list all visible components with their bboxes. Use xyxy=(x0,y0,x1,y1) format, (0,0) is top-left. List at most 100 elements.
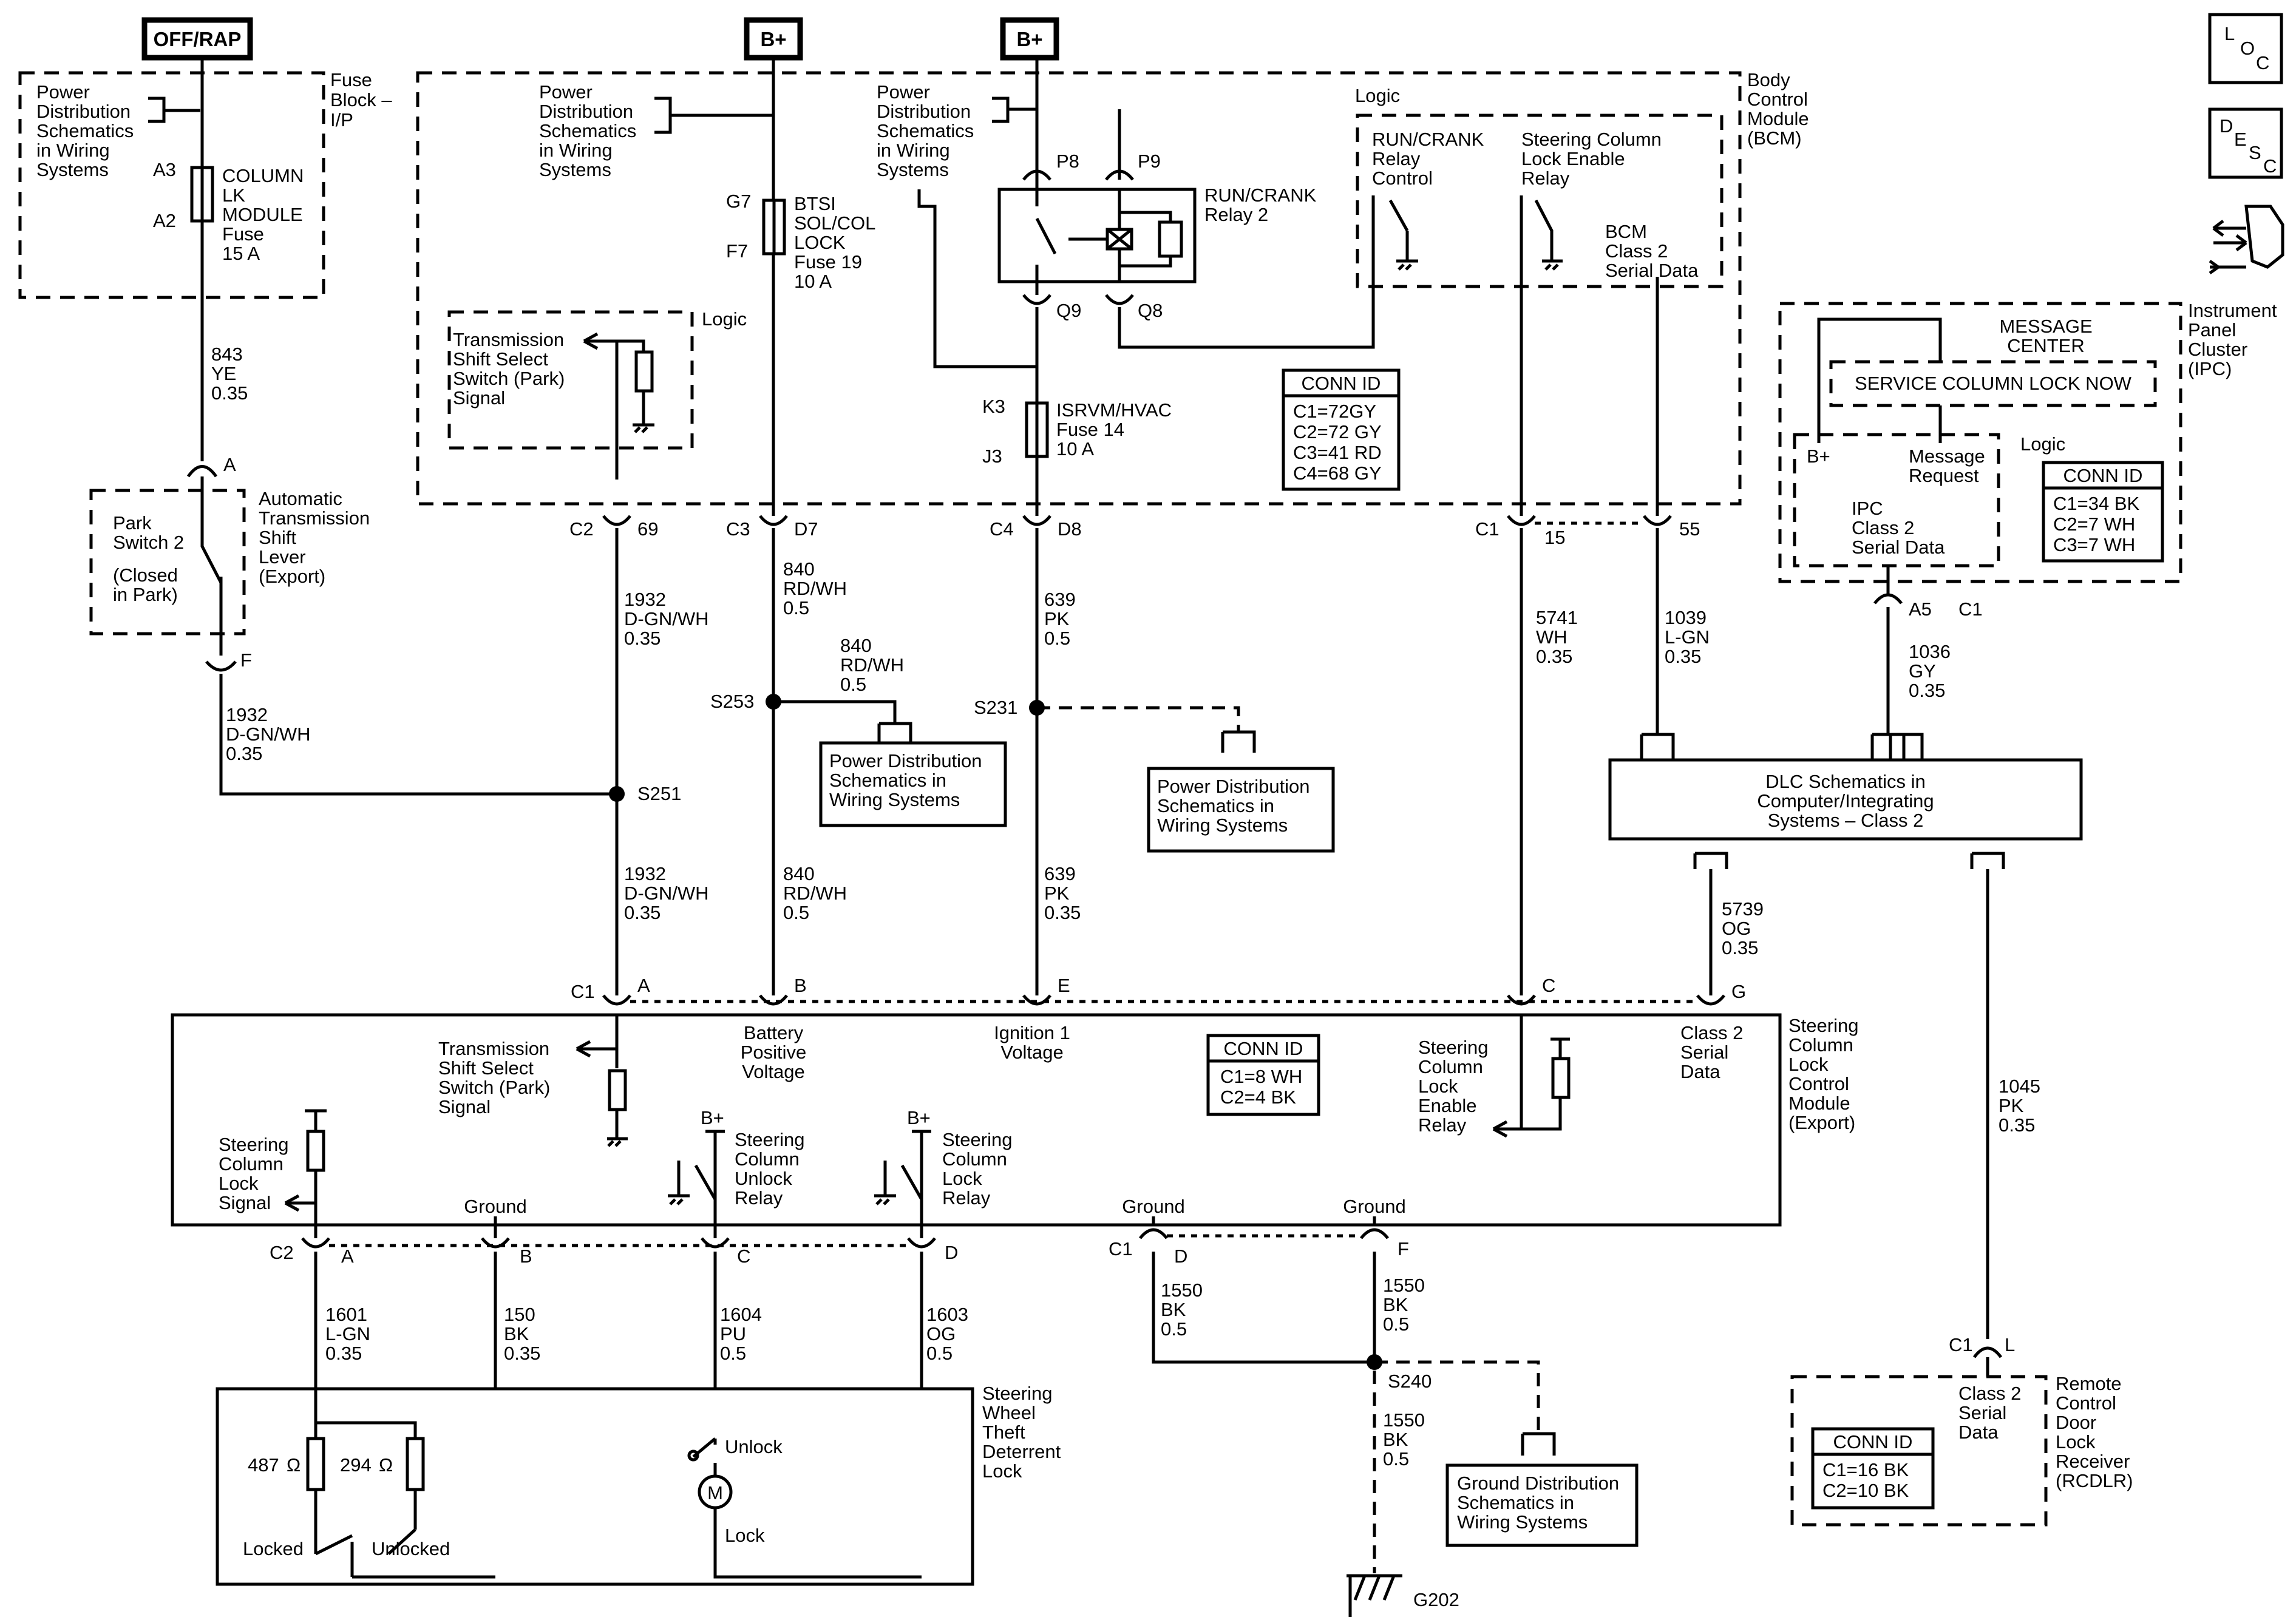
svg-text:Voltage: Voltage xyxy=(742,1061,804,1082)
svg-text:D-GN/WH: D-GN/WH xyxy=(624,883,708,904)
svg-text:Receiver: Receiver xyxy=(2056,1451,2130,1472)
svg-text:Relay: Relay xyxy=(735,1187,783,1209)
svg-text:RUN/CRANK: RUN/CRANK xyxy=(1204,185,1317,206)
svg-text:1045: 1045 xyxy=(1999,1076,2040,1097)
svg-text:Wiring Systems: Wiring Systems xyxy=(1457,1511,1588,1533)
svg-text:Fuse: Fuse xyxy=(330,69,372,90)
svg-text:Schematics: Schematics xyxy=(877,120,974,141)
svg-text:C4=68 GY: C4=68 GY xyxy=(1293,463,1382,484)
splice-s240: S240 xyxy=(1367,1354,1556,1456)
svg-text:Column: Column xyxy=(219,1153,284,1175)
svg-text:0.35: 0.35 xyxy=(624,628,661,649)
svg-text:150: 150 xyxy=(504,1304,535,1325)
svg-text:G: G xyxy=(1731,981,1746,1002)
svg-text:BK: BK xyxy=(1161,1299,1186,1320)
svg-text:C4: C4 xyxy=(990,518,1014,540)
svg-text:Shift Select: Shift Select xyxy=(438,1057,534,1079)
fuse-block: Fuse Block – I/P Power Distribution Sche… xyxy=(18,69,392,299)
svg-text:Fuse 14: Fuse 14 xyxy=(1056,419,1124,440)
tools-icon[interactable] xyxy=(2209,205,2284,275)
svg-text:Column: Column xyxy=(735,1148,800,1170)
svg-text:0.5: 0.5 xyxy=(840,674,866,695)
svg-text:0.35: 0.35 xyxy=(1722,937,1758,958)
svg-text:Ground: Ground xyxy=(1122,1196,1184,1217)
svg-text:Theft: Theft xyxy=(982,1422,1025,1443)
svg-text:Deterrent: Deterrent xyxy=(982,1441,1061,1462)
svg-text:C2=10 BK: C2=10 BK xyxy=(1822,1480,1909,1501)
svg-text:Relay: Relay xyxy=(942,1187,991,1209)
svg-text:0.35: 0.35 xyxy=(226,743,262,764)
svg-text:Systems: Systems xyxy=(36,159,109,180)
svg-text:Relay: Relay xyxy=(1372,148,1421,169)
wire-639-low: 639 PK 0.35 xyxy=(1044,863,1081,923)
svg-text:Lock: Lock xyxy=(1788,1054,1829,1075)
svg-text:A5: A5 xyxy=(1909,598,1932,620)
svg-text:Data: Data xyxy=(1958,1422,1999,1443)
svg-text:0.5: 0.5 xyxy=(720,1343,746,1364)
svg-text:BK: BK xyxy=(1383,1429,1408,1450)
svg-text:Wheel: Wheel xyxy=(982,1402,1036,1423)
svg-text:CENTER: CENTER xyxy=(2007,335,2084,356)
svg-text:Distribution: Distribution xyxy=(36,101,131,122)
svg-text:in Park): in Park) xyxy=(113,584,178,605)
svg-text:A3: A3 xyxy=(153,159,176,180)
svg-text:Steering: Steering xyxy=(219,1134,288,1155)
svg-text:C1: C1 xyxy=(1475,518,1500,540)
svg-text:RD/WH: RD/WH xyxy=(840,654,904,676)
svg-text:C: C xyxy=(2256,52,2269,73)
svg-text:Serial: Serial xyxy=(1958,1402,2006,1423)
svg-text:G202: G202 xyxy=(1413,1589,1459,1610)
svg-text:COLUMN: COLUMN xyxy=(222,165,304,186)
svg-text:Serial Data: Serial Data xyxy=(1852,537,1945,558)
svg-text:C1=16 BK: C1=16 BK xyxy=(1822,1459,1909,1480)
svg-text:BTSI: BTSI xyxy=(794,193,836,214)
svg-text:F7: F7 xyxy=(726,240,748,262)
loc-icon[interactable]: L O C xyxy=(2208,13,2283,84)
svg-text:Schematics: Schematics xyxy=(36,120,134,141)
svg-text:P9: P9 xyxy=(1138,151,1161,172)
svg-text:C2: C2 xyxy=(270,1242,294,1263)
svg-text:0.35: 0.35 xyxy=(325,1343,362,1364)
svg-text:Control: Control xyxy=(1747,89,1808,110)
svg-text:Power Distribution: Power Distribution xyxy=(1157,776,1310,797)
svg-text:Signal: Signal xyxy=(453,387,505,408)
svg-text:Steering: Steering xyxy=(1418,1037,1488,1058)
svg-text:Unlock: Unlock xyxy=(725,1436,783,1457)
svg-text:Relay 2: Relay 2 xyxy=(1204,204,1268,225)
svg-text:C3: C3 xyxy=(726,518,750,540)
svg-text:C: C xyxy=(737,1246,750,1267)
bcm-pins: C2 69 C3 D7 C4 D8 C1 15 55 xyxy=(569,515,1700,548)
svg-text:Instrument: Instrument xyxy=(2188,300,2277,321)
svg-text:Power: Power xyxy=(539,81,593,103)
svg-text:C2=7 WH: C2=7 WH xyxy=(2053,514,2135,535)
svg-text:C1=8 WH: C1=8 WH xyxy=(1220,1066,1302,1087)
svg-text:M: M xyxy=(707,1482,723,1503)
splice-s231: S231 xyxy=(974,697,1256,753)
svg-text:10 A: 10 A xyxy=(1056,438,1094,459)
svg-text:(BCM): (BCM) xyxy=(1747,127,1802,149)
svg-text:1550: 1550 xyxy=(1383,1409,1425,1431)
svg-text:CONN ID: CONN ID xyxy=(1302,373,1381,394)
svg-text:Lock: Lock xyxy=(219,1173,259,1194)
svg-text:LK: LK xyxy=(222,185,245,206)
svg-text:A: A xyxy=(223,454,236,475)
desc-icon[interactable]: D E S C xyxy=(2208,107,2283,179)
svg-text:Serial Data: Serial Data xyxy=(1605,260,1699,281)
svg-text:1932: 1932 xyxy=(226,704,268,725)
svg-text:A: A xyxy=(341,1246,354,1267)
svg-text:in Wiring: in Wiring xyxy=(36,140,110,161)
svg-text:Request: Request xyxy=(1909,465,1979,486)
svg-text:Shift Select: Shift Select xyxy=(453,348,548,370)
svg-text:C1=34 BK: C1=34 BK xyxy=(2053,493,2140,514)
svg-text:Schematics: Schematics xyxy=(539,120,636,141)
svg-text:Body: Body xyxy=(1747,69,1790,90)
svg-text:Cluster: Cluster xyxy=(2188,339,2247,360)
svg-text:in Wiring: in Wiring xyxy=(539,140,613,161)
svg-text:D: D xyxy=(2220,115,2233,137)
svg-text:Column: Column xyxy=(942,1148,1007,1170)
svg-text:BCM: BCM xyxy=(1605,221,1647,242)
svg-text:843: 843 xyxy=(211,344,243,365)
svg-text:639: 639 xyxy=(1044,863,1076,884)
svg-text:Systems: Systems xyxy=(877,159,949,180)
svg-text:Park: Park xyxy=(113,512,152,534)
